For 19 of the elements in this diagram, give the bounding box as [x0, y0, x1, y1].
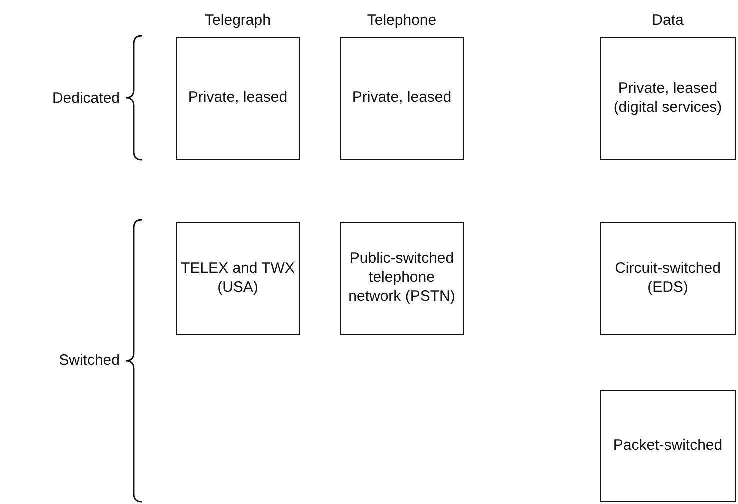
- column-header: Telephone: [367, 12, 437, 29]
- category-box: [600, 222, 736, 335]
- box-text: Private, leased (digital services): [612, 80, 724, 118]
- box-text: Public-switched telephone network (PSTN): [348, 250, 456, 307]
- column-header: Telegraph: [205, 12, 271, 29]
- row-label: Switched: [59, 352, 120, 369]
- box-text: Circuit-switched (EDS): [614, 260, 722, 298]
- category-box: [176, 222, 300, 335]
- category-box: [600, 390, 736, 502]
- box-text: TELEX and TWX (USA): [181, 260, 295, 298]
- category-box: [340, 37, 464, 160]
- category-box: [340, 222, 464, 335]
- row-label: Dedicated: [52, 90, 120, 107]
- column-header: Data: [652, 12, 684, 29]
- box-text: Private, leased: [352, 89, 452, 108]
- category-box: [176, 37, 300, 160]
- box-text: Private, leased: [188, 89, 288, 108]
- category-box: [600, 37, 736, 160]
- box-text: Packet-switched: [613, 436, 723, 456]
